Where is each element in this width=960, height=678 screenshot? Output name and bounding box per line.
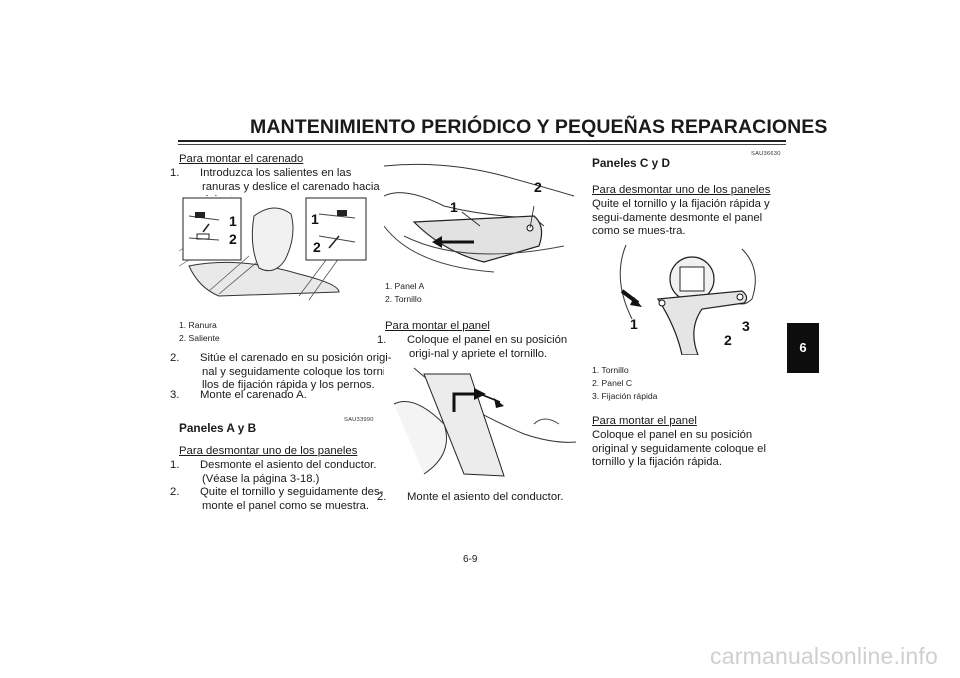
caption-fijacion-rapida: 3. Fijación rápida [592,391,658,401]
step-text: Monte el asiento del conductor. [407,491,564,503]
callout: 1 [311,211,319,227]
remove-panel-heading: Para desmontar uno de los paneles [592,184,771,196]
callout: 1 [450,199,458,215]
callout: 1 [229,213,237,229]
caption-panel-a: 1. Panel A [385,281,425,291]
step-number: 2. [170,352,180,364]
step-text: Desmonte el asiento del conductor. (Véas… [200,459,377,485]
caption-panel-c: 2. Panel C [592,378,633,388]
page-title: MANTENIMIENTO PERIÓDICO Y PEQUEÑAS REPAR… [250,116,828,138]
install-step-2: 2. Monte el asiento del conductor. [377,491,595,505]
watermark: carmanualsonline.info [710,643,938,669]
caption-ranura: 1. Ranura [179,320,217,330]
callout: 2 [724,332,732,348]
section-code: SAU33990 [344,417,374,423]
page-number: 6-9 [463,554,478,565]
panel-install-heading: Para montar el panel [385,320,490,332]
step-text: Coloque el panel en su posición origi-na… [407,334,568,360]
step-number: 2. [377,491,387,503]
callout: 1 [630,316,638,332]
step-3: 3. Monte el carenado A. [170,389,392,403]
section-code: SAU36630 [751,151,781,157]
caption-tornillo: 2. Tornillo [385,294,422,304]
step-text: Quite el tornillo y seguidamente des-mon… [200,486,384,512]
install-text: Coloque el panel en su posición original… [592,429,766,468]
section-heading-panels-ab: Paneles A y B [179,421,257,435]
header-rule-thin [178,144,786,145]
callout: 2 [229,231,237,247]
callout: 2 [534,179,542,195]
panel-install-illustration [384,364,576,482]
step-number: 1. [377,334,387,346]
step-number: 3. [170,389,180,401]
callout: 2 [313,239,321,255]
remove-step-2: 2.Quite el tornillo y seguidamente des-m… [170,486,392,513]
panel-install-heading: Para montar el panel [592,415,697,427]
caption-saliente: 2. Saliente [179,333,220,343]
remove-text: Quite el tornillo y la fijación rápida y… [592,198,770,237]
fairing-install-heading: Para montar el carenado [179,153,304,165]
section-heading-panels-cd: Paneles C y D [592,156,671,170]
step-2: 2. Sitúe el carenado en su posición origi… [170,352,392,393]
panel-a-illustration: 1 2 [384,156,576,274]
caption-tornillo: 1. Tornillo [592,365,629,375]
remove-step-1: 1. Desmonte el asiento del conductor. (Vé… [170,459,392,486]
panel-c-illustration: 1 2 3 [592,239,784,355]
step-text: Sitúe el carenado en su posición origi-n… [200,352,392,391]
step-number: 1. [170,459,180,471]
step-number: 2. [170,486,180,498]
fairing-illustration: 1 2 1 2 [179,196,370,304]
step-text: Monte el carenado A. [200,389,307,401]
chapter-tab: 6 [787,323,819,373]
install-step-1: 1. Coloque el panel en su posición origi-… [377,334,595,361]
remove-panel-heading: Para desmontar uno de los paneles [179,445,358,457]
callout: 3 [742,318,750,334]
step-number: 1. [170,167,180,179]
header-rule [178,140,786,142]
